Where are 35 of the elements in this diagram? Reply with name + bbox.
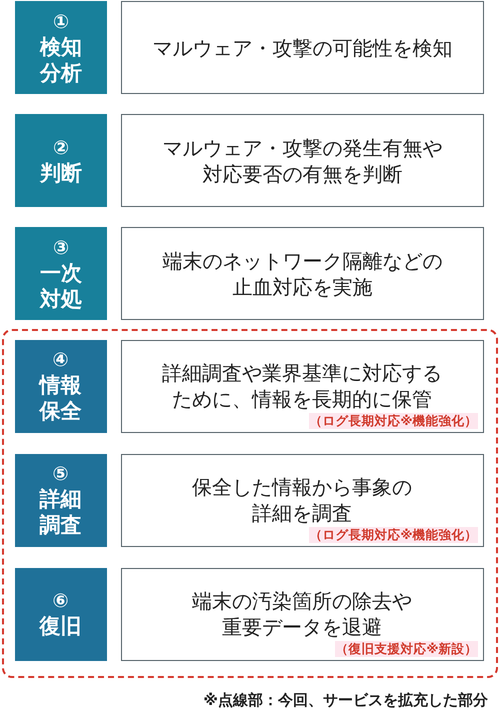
step-number: ⑥ [52, 589, 69, 613]
step-title: 復旧 [38, 613, 82, 639]
step-title: 情報保全 [38, 372, 82, 424]
description-panel [121, 1, 484, 94]
step-tile [15, 114, 107, 207]
step-tile [14, 454, 106, 546]
description-text: 詳細調査や業界基準に対応するために、情報を長期的に保管 [161, 360, 443, 412]
footnote: ※点線部：今回、サービスを拡充した部分 [203, 690, 488, 710]
description-panel [120, 568, 484, 660]
step-tile [15, 227, 107, 320]
note-label: （ログ長期対応※機能強化） [309, 412, 478, 428]
note-label: （ログ長期対応※機能強化） [309, 526, 478, 542]
dashed-frame [2, 329, 498, 678]
description-panel [120, 340, 484, 432]
step-title: 検知分析 [38, 34, 83, 86]
step-title: 判断 [38, 160, 83, 186]
description-text: マルウェア・攻撃の発生有無や対応要否の有無を判断 [162, 134, 444, 186]
description-text: 保全した情報から事象の詳細を調査 [191, 474, 413, 526]
step-number: ① [52, 10, 70, 34]
step-tile [15, 1, 107, 94]
description-panel [121, 227, 484, 320]
step-tile [14, 568, 106, 660]
description-text: 端末のネットワーク隔離などの止血対応を実施 [162, 248, 444, 300]
step-number: ④ [52, 348, 69, 372]
description-text: マルウェア・攻撃の可能性を検知 [152, 34, 452, 60]
step-tile [14, 340, 106, 432]
description-panel [121, 114, 484, 207]
description-text: 端末の汚染箇所の除去や重要データを退避 [191, 588, 413, 640]
step-number: ③ [52, 236, 70, 260]
step-title: 詳細調査 [38, 486, 82, 538]
description-panel [120, 454, 484, 546]
step-number: ② [52, 136, 70, 160]
note-label: （復旧支援対応※新設） [335, 640, 478, 656]
step-title: 一次対処 [38, 260, 83, 312]
step-number: ⑤ [52, 462, 69, 486]
